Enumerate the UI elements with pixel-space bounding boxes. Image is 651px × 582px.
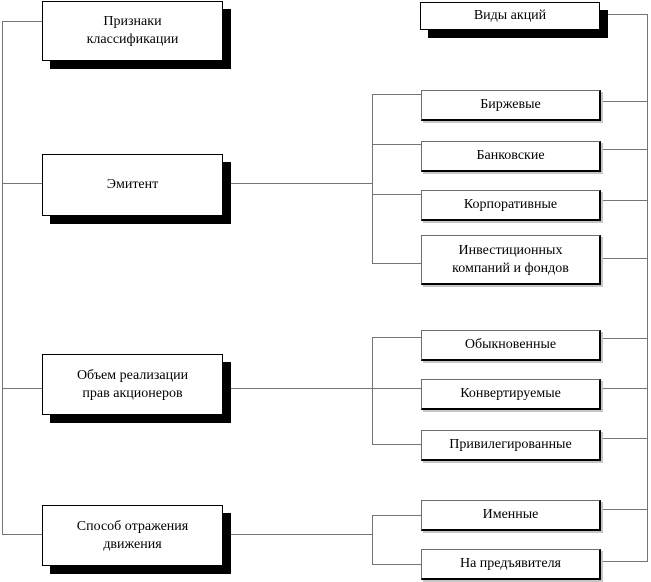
connector-right-stub-exchange [601, 101, 647, 102]
connector-branch-volume [231, 388, 372, 389]
connector-right-stub-registered [601, 509, 647, 510]
connector-right-stub-convertible [601, 388, 647, 389]
box-criteria-header: Признаки классификации [42, 1, 223, 61]
box-criterion-movement-method: Способ отражения движения [42, 505, 223, 566]
connector-group1-vertical [372, 94, 373, 264]
connector-right-stub-common [601, 338, 647, 339]
connector-right-stub-preferred [601, 438, 647, 439]
connector-right-spine [647, 14, 648, 562]
connector-stub-banking [372, 144, 421, 145]
connector-left-spine [2, 21, 3, 535]
connector-stub-convertible [372, 388, 421, 389]
connector-stub-volume [2, 388, 42, 389]
connector-branch-issuer [231, 183, 372, 184]
connector-right-stub-investment [601, 258, 647, 259]
connector-stub-investment [372, 263, 421, 264]
connector-right-stub-banking [601, 149, 647, 150]
connector-stub-bearer [372, 564, 421, 565]
box-type-banking: Банковские [421, 141, 601, 172]
connector-stub-registered [372, 515, 421, 516]
box-type-convertible: Конвертируемые [421, 379, 601, 410]
connector-stub-corporate [372, 194, 421, 195]
box-type-registered: Именные [421, 500, 601, 531]
connector-branch-method [231, 534, 372, 535]
connector-right-stub-types-header [608, 14, 647, 15]
connector-stub-method [2, 534, 42, 535]
connector-group2-vertical [372, 337, 373, 445]
box-types-header: Виды акций [420, 2, 600, 30]
connector-stub-issuer [2, 183, 42, 184]
connector-stub-preferred [372, 444, 421, 445]
box-type-bearer: На предъявителя [421, 549, 601, 580]
connector-stub-criteria [2, 21, 42, 22]
box-type-corporate: Корпоративные [421, 190, 601, 221]
box-type-exchange: Биржевые [421, 90, 601, 121]
connector-stub-common [372, 337, 421, 338]
box-type-common: Обыкновенные [421, 330, 601, 361]
connector-stub-exchange [372, 94, 421, 95]
connector-group3-vertical [372, 515, 373, 565]
connector-right-stub-corporate [601, 200, 647, 201]
box-criterion-issuer: Эмитент [42, 154, 223, 216]
box-type-investment-funds: Инвестиционных компаний и фондов [421, 235, 601, 285]
connector-right-stub-bearer [601, 561, 647, 562]
box-criterion-volume-of-rights: Объем реализации прав акционеров [42, 354, 223, 415]
box-type-preferred: Привилегированные [421, 430, 601, 461]
